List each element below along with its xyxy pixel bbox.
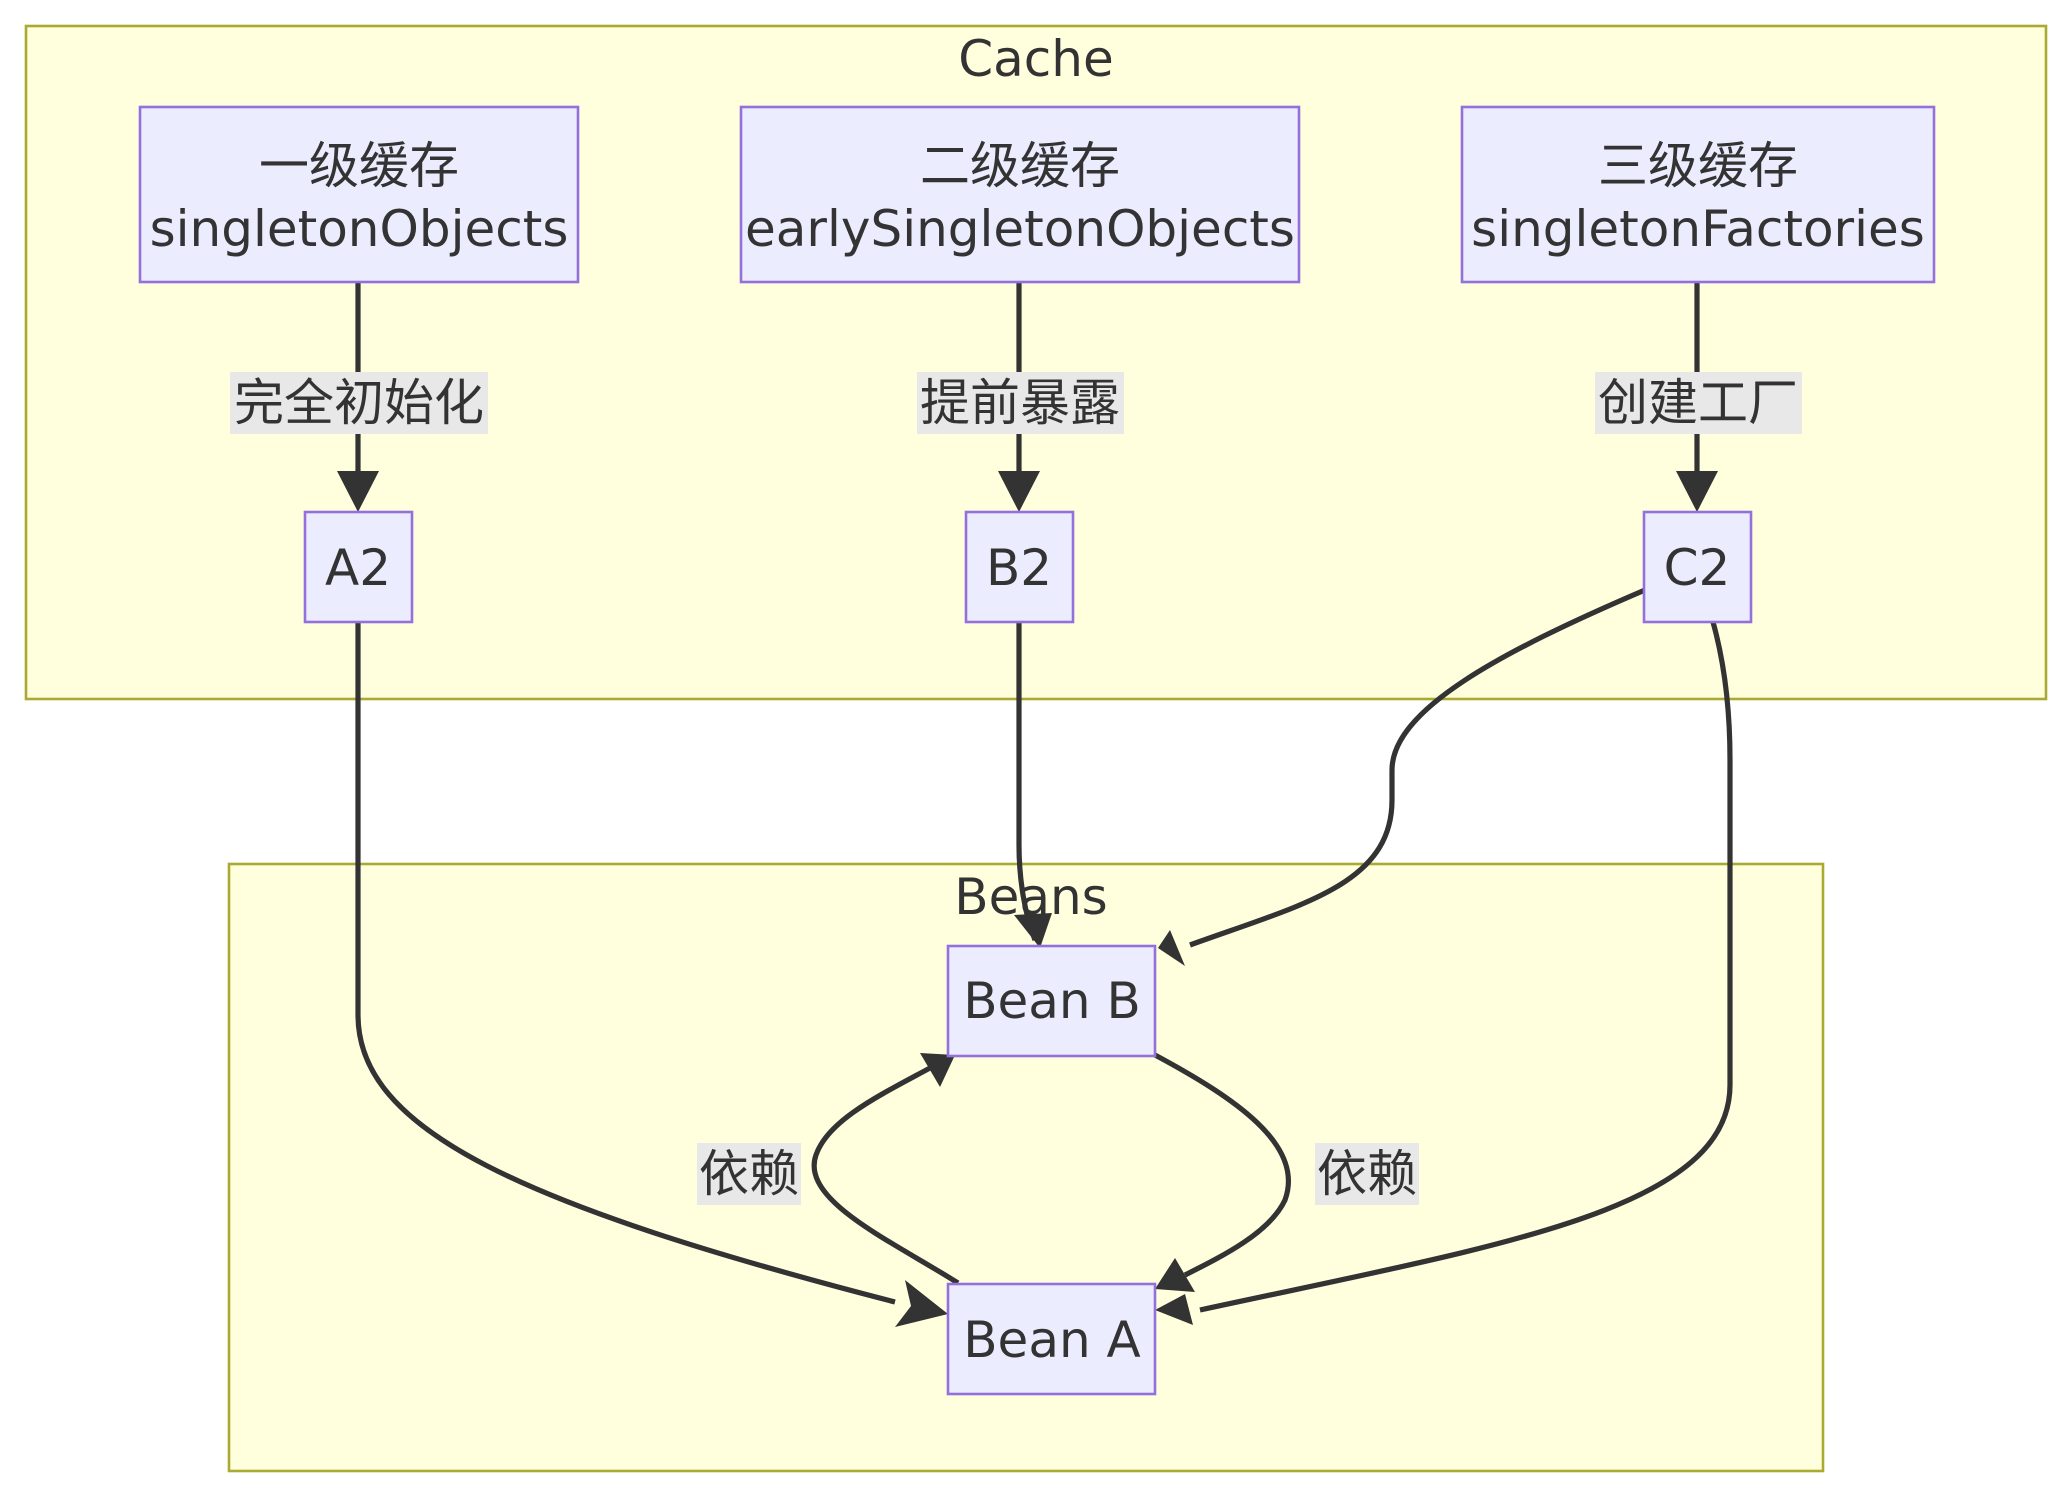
node-box — [946, 1282, 1157, 1396]
node-level3-cache[interactable]: 三级缓存 singletonFactories — [1460, 105, 1936, 284]
node-box — [739, 105, 1301, 284]
edge-label-text: 创建工厂 — [1598, 374, 1798, 432]
edge-label-l2-b2: 提前暴露 — [917, 372, 1124, 434]
node-label: B2 — [986, 539, 1052, 597]
edge-c2-to-bean-a-arrowhead — [1155, 1294, 1193, 1325]
node-bean-a[interactable]: Bean A — [946, 1282, 1157, 1396]
edge-label-text: 依赖 — [699, 1145, 799, 1203]
node-label: Bean A — [963, 1311, 1141, 1369]
edge-label-a-to-b: 依赖 — [697, 1143, 801, 1205]
edge-a2-to-bean-a — [355, 622, 896, 1305]
node-label-line2: earlySingletonObjects — [745, 200, 1295, 258]
edge-l3-to-c2-arrowhead — [1676, 471, 1718, 512]
node-a2[interactable]: A2 — [303, 510, 414, 624]
edge-label-l1-a2: 完全初始化 — [230, 372, 488, 434]
node-label-line2: singletonObjects — [150, 200, 569, 258]
edge-label-bg — [230, 372, 488, 434]
edge-label-text: 提前暴露 — [920, 374, 1120, 432]
node-box — [138, 105, 580, 284]
node-label-line1: 三级缓存 — [1598, 137, 1798, 195]
node-label: A2 — [325, 539, 391, 597]
node-b2[interactable]: B2 — [964, 510, 1075, 624]
cluster-beans-title: Beans — [954, 868, 1107, 926]
node-bean-b[interactable]: Bean B — [946, 944, 1157, 1058]
node-box — [946, 944, 1157, 1058]
edge-b2-to-bean-b-arrowhead — [1014, 913, 1052, 948]
node-label-line2: singletonFactories — [1471, 200, 1925, 258]
edge-l2-to-b2-arrowhead — [998, 471, 1040, 512]
edge-c2-to-bean-a — [1199, 621, 1733, 1313]
cluster-cache-title: Cache — [958, 30, 1114, 88]
edge-bean-a-to-bean-b — [811, 1065, 960, 1286]
node-label-line1: 二级缓存 — [920, 137, 1120, 195]
edge-bean-a-to-bean-b-arrowhead — [920, 1053, 955, 1087]
edge-c2-to-bean-b-arrowhead — [1158, 930, 1185, 966]
edge-label-bg — [697, 1143, 801, 1205]
edge-label-text: 依赖 — [1317, 1145, 1417, 1203]
node-box — [1460, 105, 1936, 284]
edge-c2-to-bean-b — [1189, 587, 1647, 948]
node-level1-cache[interactable]: 一级缓存 singletonObjects — [138, 105, 580, 284]
node-label: C2 — [1664, 539, 1731, 597]
edge-a2-to-bean-a-arrowhead — [895, 1280, 948, 1327]
node-level2-cache[interactable]: 二级缓存 earlySingletonObjects — [739, 105, 1301, 284]
edge-l1-to-a2-arrowhead — [337, 471, 379, 512]
edge-label-l3-c2: 创建工厂 — [1595, 372, 1802, 434]
node-label: Bean B — [963, 972, 1141, 1030]
node-label-line1: 一级缓存 — [259, 137, 459, 195]
node-box — [1642, 510, 1753, 624]
node-box — [964, 510, 1075, 624]
edge-label-bg — [1315, 1143, 1419, 1205]
edge-bean-b-to-bean-a — [1153, 1052, 1292, 1278]
edge-bean-b-to-bean-a-arrowhead — [1155, 1258, 1195, 1292]
node-box — [303, 510, 414, 624]
edges — [337, 282, 1733, 1327]
node-c2[interactable]: C2 — [1642, 510, 1753, 624]
edge-label-bg — [917, 372, 1124, 434]
edge-label-text: 完全初始化 — [234, 374, 484, 432]
edge-label-b-to-a: 依赖 — [1315, 1143, 1419, 1205]
edge-label-bg — [1595, 372, 1802, 434]
